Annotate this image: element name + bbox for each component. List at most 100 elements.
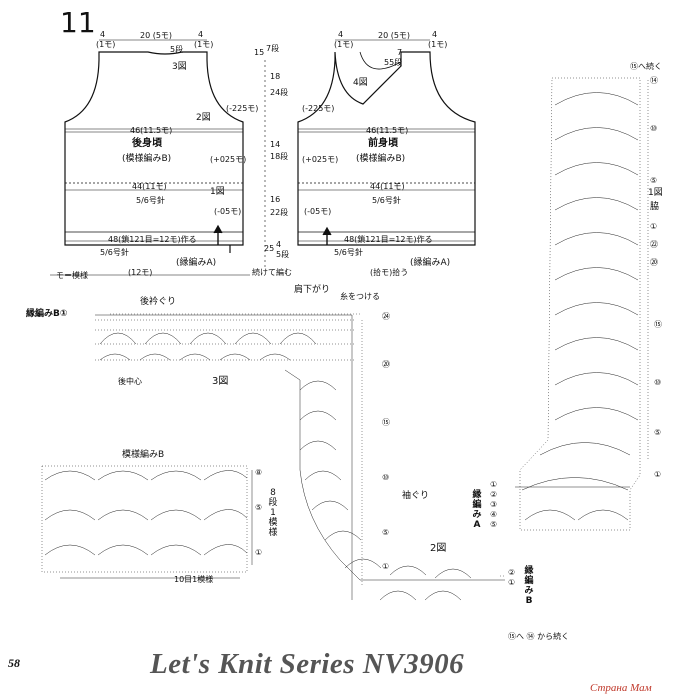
front-neck-depth: 7 (397, 48, 403, 57)
front-dec-note: (-05モ) (304, 207, 332, 216)
back-neck-depth: 5段 (170, 45, 184, 54)
back-cast-on: 48(鎖121目=12モ)作る (108, 235, 197, 244)
fig2-label: 2図 (430, 543, 447, 554)
join-yarn-label: 糸をつける (340, 292, 380, 301)
back-neck-width: 20 (5モ) (140, 31, 173, 40)
fig3-label: 3図 (212, 376, 229, 387)
fig1-top-note: ⑮へ続く (630, 62, 662, 71)
height-14: 14 (270, 140, 281, 149)
back-fig1-label: 1図 (210, 187, 225, 197)
front-needle-bottom: 5/6号針 (334, 248, 363, 257)
front-top-left-width: 4 (338, 30, 344, 39)
fig1-row-20: ⑳ (650, 258, 658, 267)
fig1-edging-row-5: ⑤ (490, 520, 498, 529)
dimension-lines (50, 39, 475, 276)
fig3-crochet-chart (95, 314, 505, 601)
back-pattern: (模様編みB) (122, 154, 172, 164)
back-top-right-mo: (1モ) (194, 40, 214, 49)
height-15: 15 (254, 48, 265, 57)
front-armhole-note: (-225モ) (302, 104, 335, 113)
shoulder-slope-label: 肩下がり (294, 285, 331, 295)
fig1-edging-row-2: ② (490, 490, 498, 499)
front-bottom-total: (拾モ)拾う (370, 268, 409, 277)
fig1-row-10a: ⑩ (650, 124, 658, 133)
back-dec-note: (-05モ) (214, 207, 242, 216)
fig3-row-15: ⑮ (382, 418, 390, 427)
back-center-label: 後中心 (118, 377, 142, 386)
front-pattern: (模様編みB) (356, 154, 406, 164)
fig1-edging-row-3: ③ (490, 500, 498, 509)
back-needle-bottom: 5/6号針 (100, 248, 129, 257)
back-edging: (縁編みA) (176, 258, 217, 268)
back-top-left-width: 4 (100, 30, 106, 39)
back-top-right-width: 4 (198, 30, 204, 39)
footer-title: Let's Knit Series NV3906 (150, 648, 465, 680)
watermark-logo: Страна Мам (590, 682, 652, 694)
fig1-row-5a: ⑤ (650, 176, 658, 185)
fig1-edging-label: 縁編みA (472, 490, 482, 530)
front-top-right-mo: (1モ) (428, 40, 448, 49)
height-18-rows: 18段 (270, 152, 289, 161)
front-width-46: 46(11.5モ) (366, 126, 409, 135)
pattern-b-row-1: ① (255, 548, 263, 557)
front-width-44: 44(11モ) (370, 182, 405, 191)
fig1-row-1a: ① (650, 222, 658, 231)
diagram-number: 11 (60, 6, 96, 39)
back-width-44: 44(11モ) (132, 182, 167, 191)
fig1-row-22: ㉒ (650, 240, 658, 249)
back-fig2-label: 2図 (196, 113, 211, 123)
back-body-outline (64, 51, 244, 253)
front-neck-width: 20 (5モ) (378, 31, 411, 40)
fig1-row-10b: ⑩ (654, 378, 662, 387)
back-neckline-label: 後衿ぐり (140, 297, 177, 307)
pattern-b-row-5: ⑤ (255, 503, 263, 512)
mo-definition: モ＝模様 (56, 271, 88, 280)
fig3-row-24: ㉔ (382, 312, 390, 321)
front-name: 前身頃 (368, 138, 398, 149)
continue-knitting: 続けて編む (252, 268, 292, 277)
fig1-row-1b: ① (654, 470, 662, 479)
pattern-b-title: 模様編みB (122, 450, 165, 460)
height-18: 18 (270, 72, 281, 81)
height-16: 16 (270, 195, 281, 204)
front-fig4-label: 4図 (353, 78, 368, 88)
pattern-b-mo-count: 10目1模様 (174, 575, 214, 584)
fig1-edging-row-1: ① (490, 480, 498, 489)
front-top-right-width: 4 (432, 30, 438, 39)
back-bottom-total: (12モ) (128, 268, 153, 277)
fig3-row-20: ⑳ (382, 360, 390, 369)
front-inc-note: (+025モ) (302, 155, 339, 164)
fig1-edging-row-4: ④ (490, 510, 498, 519)
fig2-edging-label: 縁編みB (524, 566, 534, 606)
sleeve-label: 袖ぐり (402, 491, 430, 501)
page-number: 58 (8, 656, 20, 670)
back-inc-note: (+025モ) (210, 155, 247, 164)
front-top-left-mo: (1モ) (334, 40, 354, 49)
fig3-row-5: ⑤ (382, 528, 390, 537)
front-neck-depth-rows: 55段 (384, 58, 403, 67)
front-cast-on: 48(鎖121目=12モ)作る (344, 235, 433, 244)
height-25: 25 (264, 244, 275, 253)
fig3-edging-label: 縁編みB① (26, 309, 68, 319)
height-5-rows: 5段 (276, 250, 290, 259)
fig1-label: 1図 (648, 188, 663, 198)
height-22-rows: 22段 (270, 208, 289, 217)
fig2-continue: ⑮へ ⑭ から続く (508, 632, 570, 641)
row-guides (110, 313, 505, 585)
fig1-top-row: ⑭ (650, 76, 658, 85)
front-body-outline (297, 51, 476, 246)
fig2-row-2: ② (508, 568, 516, 577)
pattern-b-repeat: 8段1模様 (268, 488, 278, 538)
front-edging: (縁編みA) (410, 258, 451, 268)
height-24-rows: 24段 (270, 88, 289, 97)
fig3-row-1: ① (382, 562, 390, 571)
fig2-row-1: ① (508, 578, 516, 587)
fig3-row-10: ⑩ (382, 473, 390, 482)
back-fig3-label: 3図 (172, 62, 187, 72)
armpit-label: 脇 (650, 202, 660, 212)
fig1-crochet-strip (515, 77, 649, 531)
height-7-rows: 7段 (266, 44, 280, 53)
fig1-row-5b: ⑤ (654, 428, 662, 437)
back-needle: 5/6号針 (136, 196, 165, 205)
